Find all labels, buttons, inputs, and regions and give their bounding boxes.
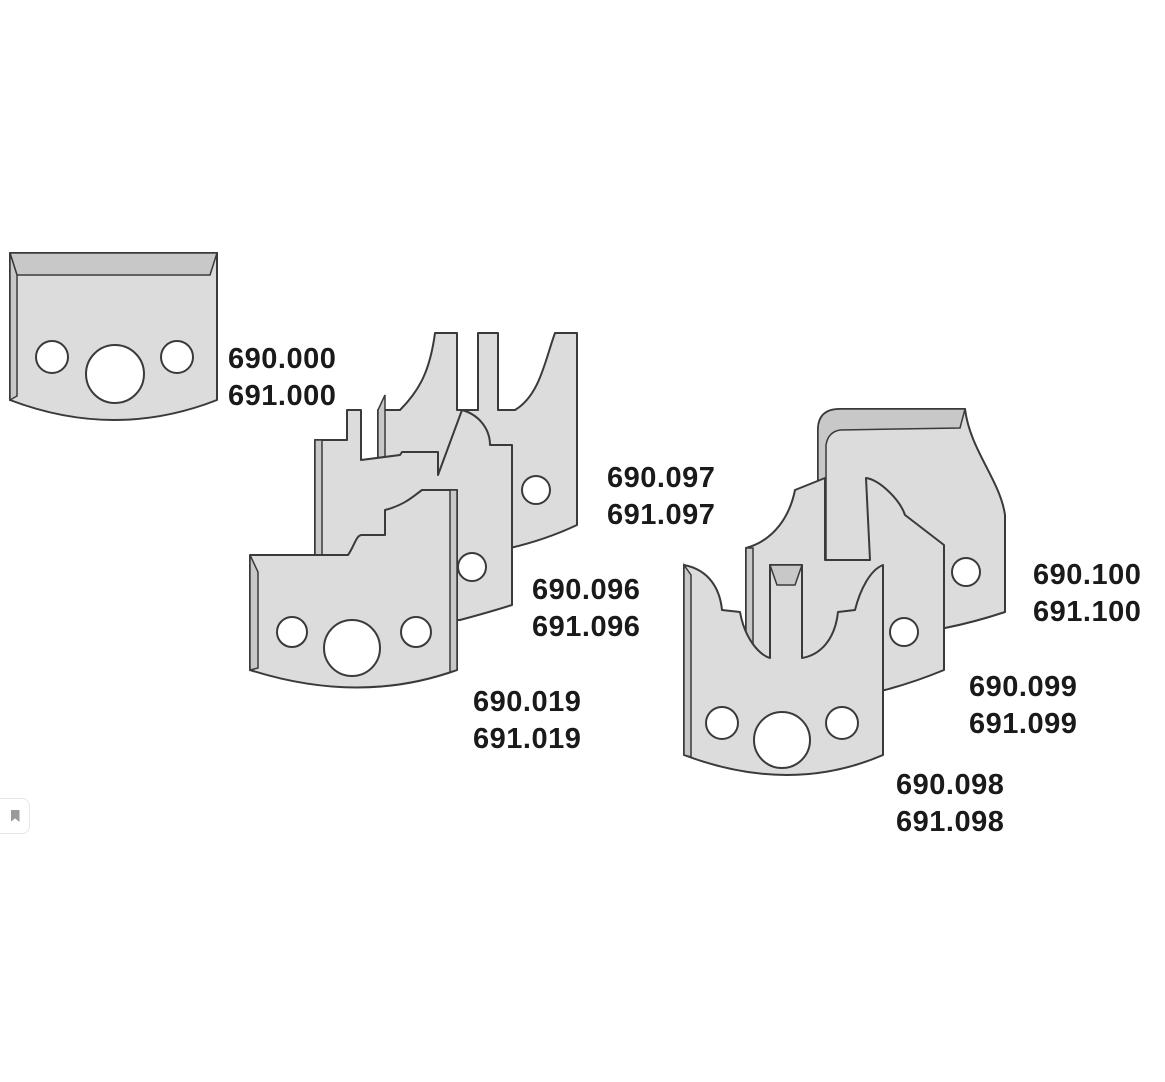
label-knife-097: 690.097 691.097 (607, 460, 715, 534)
bookmark-icon (10, 810, 20, 822)
label-knife-019: 690.019 691.019 (473, 684, 581, 758)
label-knife-099: 690.099 691.099 (969, 669, 1077, 743)
knife-690-019 (249, 489, 458, 689)
part-number: 691.097 (607, 499, 716, 531)
part-number: 690.000 (228, 343, 337, 375)
part-number: 691.099 (969, 708, 1078, 740)
part-number: 690.099 (969, 671, 1078, 703)
part-number: 690.019 (473, 686, 582, 718)
knife-690-000 (8, 252, 219, 421)
bookmark-button[interactable] (0, 798, 30, 834)
label-knife-096: 690.096 691.096 (532, 572, 640, 646)
part-number: 690.098 (896, 769, 1005, 801)
part-number: 691.096 (532, 611, 641, 643)
label-knife-098: 690.098 691.098 (896, 767, 1004, 841)
part-number: 691.000 (228, 380, 337, 412)
part-number: 690.096 (532, 574, 641, 606)
part-number: 691.100 (1033, 596, 1142, 628)
label-knife-000: 690.000 691.000 (228, 341, 336, 415)
part-number: 691.098 (896, 806, 1005, 838)
label-knife-100: 690.100 691.100 (1033, 557, 1141, 631)
knife-690-098 (683, 562, 884, 776)
part-number: 690.100 (1033, 559, 1142, 591)
part-number: 690.097 (607, 462, 716, 494)
part-number: 691.019 (473, 723, 582, 755)
